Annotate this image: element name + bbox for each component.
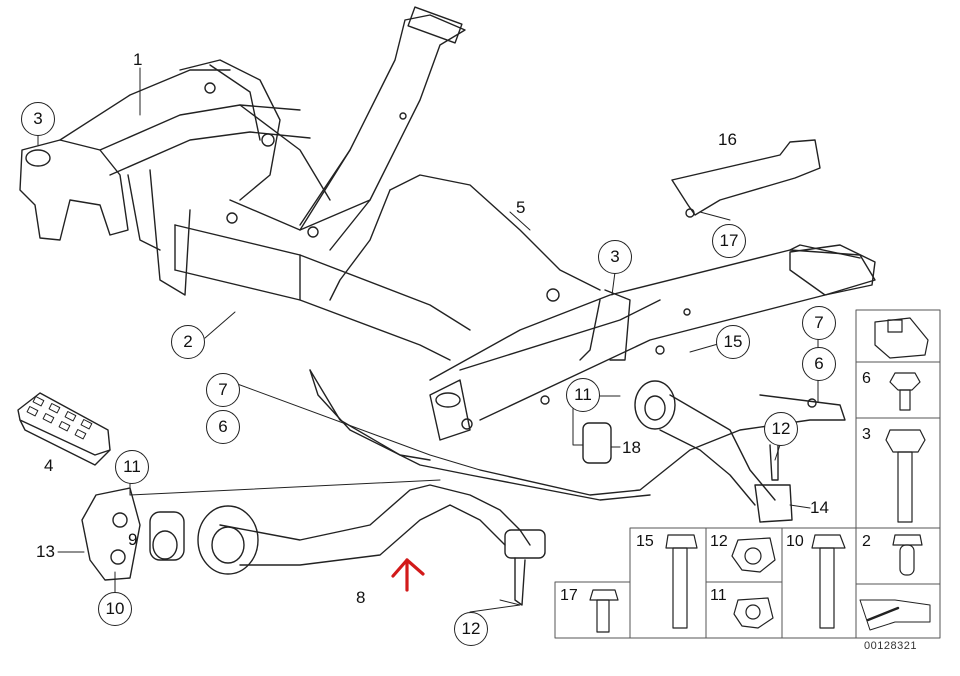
parts-table-grid xyxy=(554,309,941,639)
callout-6-right: 6 xyxy=(802,347,836,381)
reinforcement-plate xyxy=(671,139,821,218)
front-axle-subframe xyxy=(19,6,876,441)
callout-12-bottom: 12 xyxy=(454,612,488,646)
rubber-mount-grille xyxy=(17,392,111,466)
table-label-17: 17 xyxy=(560,587,578,604)
control-arm-right xyxy=(582,380,793,523)
callout-4: 4 xyxy=(44,456,54,475)
callout-12-right: 12 xyxy=(764,412,798,446)
callout-16: 16 xyxy=(718,130,737,149)
table-label-2: 2 xyxy=(862,533,871,550)
table-label-12: 12 xyxy=(710,533,728,550)
callout-18: 18 xyxy=(622,438,641,457)
callout-9: 9 xyxy=(128,530,138,549)
leader-lines xyxy=(37,67,819,613)
callout-7-left: 7 xyxy=(206,373,240,407)
highlight-arrow xyxy=(391,558,425,592)
callout-7-right: 7 xyxy=(802,306,836,340)
table-label-6: 6 xyxy=(862,370,871,387)
callout-3-left: 3 xyxy=(21,102,55,136)
callout-17: 17 xyxy=(712,224,746,258)
callout-5: 5 xyxy=(516,198,526,217)
callout-15: 15 xyxy=(716,325,750,359)
table-label-10: 10 xyxy=(786,533,804,550)
callout-2: 2 xyxy=(171,325,205,359)
callout-3-right: 3 xyxy=(598,240,632,274)
control-arm-left xyxy=(81,484,546,606)
callout-11-right: 11 xyxy=(566,378,600,412)
table-label-3: 3 xyxy=(862,426,871,443)
callout-8: 8 xyxy=(356,588,366,607)
underbody-shield xyxy=(309,174,846,501)
callout-10: 10 xyxy=(98,592,132,626)
callout-11-left: 11 xyxy=(115,450,149,484)
callout-1: 1 xyxy=(133,50,143,69)
callout-13: 13 xyxy=(36,542,55,561)
table-label-11: 11 xyxy=(710,587,727,604)
document-number: 00128321 xyxy=(864,640,917,652)
callout-14: 14 xyxy=(810,498,829,517)
callout-6-left: 6 xyxy=(206,410,240,444)
table-label-15: 15 xyxy=(636,533,654,550)
table-fastener-drawings xyxy=(589,317,931,633)
